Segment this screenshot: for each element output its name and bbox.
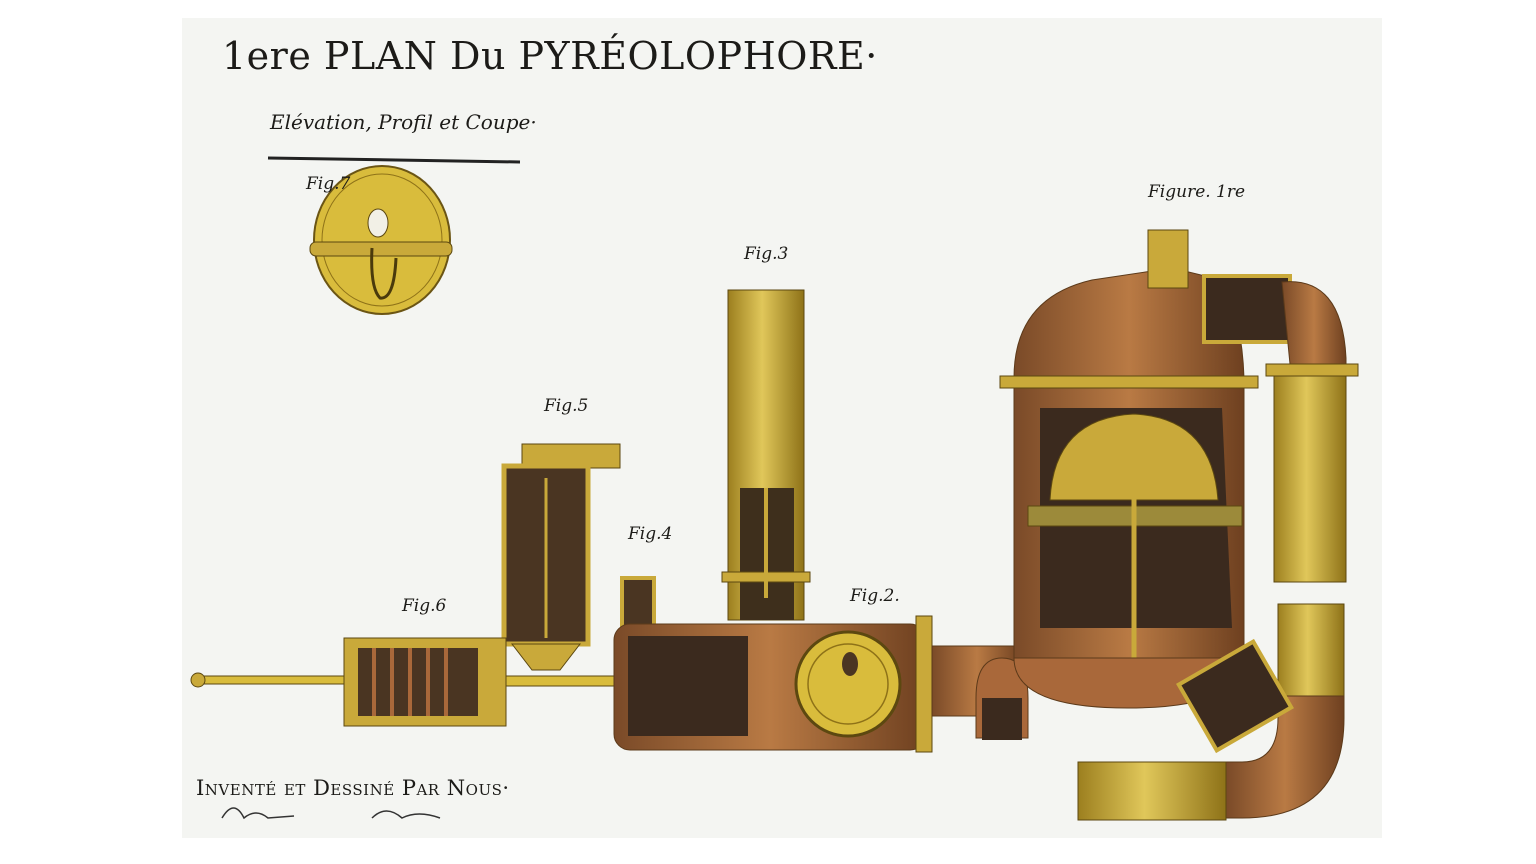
engineering-plate: 1ere PLAN Du PYRÉOLOPHORE· Elévation, Pr… xyxy=(182,18,1382,838)
fig6-piston xyxy=(190,637,615,727)
fig5-label: Fig.5 xyxy=(544,396,589,416)
title-rule xyxy=(267,156,521,164)
fig3-label: Fig.3 xyxy=(744,244,789,264)
fig1-vessel xyxy=(999,229,1359,709)
pyreolophore-drawing xyxy=(190,156,1359,821)
fig3-cylinder xyxy=(721,289,811,621)
plate-title: 1ere PLAN Du PYRÉOLOPHORE· xyxy=(222,34,878,78)
exhaust-pipe xyxy=(1077,603,1345,821)
fig2-chamber xyxy=(613,576,1029,753)
fig7-label: Fig.7 xyxy=(306,174,351,194)
signature-left xyxy=(221,807,295,820)
credit-line: Inventé et Dessiné Par Nous· xyxy=(196,776,510,800)
fig5-vessel xyxy=(501,443,621,671)
signature-right xyxy=(371,810,441,819)
fig1-label: Figure. 1re xyxy=(1148,182,1246,202)
fig6-label: Fig.6 xyxy=(402,596,447,616)
fig2-label: Fig.2. xyxy=(850,586,900,606)
plate-subtitle: Elévation, Profil et Coupe· xyxy=(270,110,537,134)
fig7-disk xyxy=(309,165,453,315)
fig4-label: Fig.4 xyxy=(628,524,673,544)
